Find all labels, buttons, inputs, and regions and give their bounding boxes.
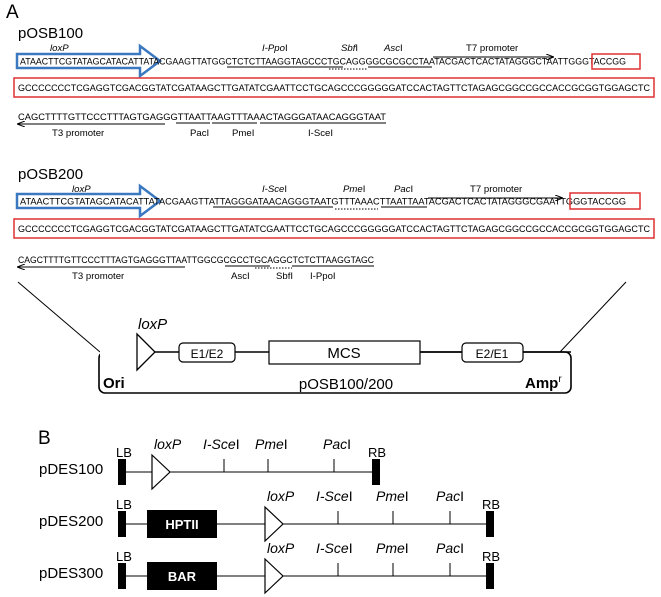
posb200-seq-line2: GCCCCCCCTCGAGGTCGACGGTATCGATAAGCTTGATATC…	[18, 224, 650, 235]
pdes200-rb-block	[486, 511, 494, 537]
pdes200-loxp-triangle	[264, 505, 284, 543]
pdes100-lb-block	[118, 459, 126, 485]
pdes200-lb-block	[118, 511, 126, 537]
posb100-pme-label: PmeI	[232, 128, 254, 139]
pdes200-name: pDES200	[39, 513, 103, 530]
posb100-ippo-label: I-PpoI	[262, 43, 288, 54]
vector-ori-label: Ori	[103, 375, 125, 392]
pdes300-rb-block	[486, 563, 494, 589]
pdes100-loxp-label: loxP	[154, 436, 182, 452]
pdes200-pme-label: PmeI	[376, 488, 409, 504]
pdes300-loxp-triangle	[264, 557, 284, 595]
posb200-loxp-arrow	[15, 183, 163, 219]
posb200-seq-line1: ATAACTTCGTATAGCATACATTATACGAAGTTATTAGGGA…	[20, 197, 626, 208]
pdes200-marker-box	[147, 510, 217, 538]
posb200-title: pOSB200	[18, 166, 83, 183]
vector-right-guide	[559, 281, 627, 353]
posb100-mcs-box	[13, 77, 655, 98]
pdes200-marker-label: HPTII	[165, 517, 198, 532]
pdes300-rb-label: RB	[482, 549, 500, 564]
posb100-loxp-label: loxP	[50, 43, 69, 54]
posb100-seq-line1: ATAACTTCGTATAGCATACATTATACGAAGTTATGGCTCT…	[20, 57, 626, 68]
pdes300-marker-box	[147, 562, 217, 590]
pdes300-pac-label: PacI	[436, 540, 464, 556]
panel-b-letter: B	[38, 428, 51, 449]
posb200-mcs-box	[13, 218, 655, 239]
vector-left-guide	[17, 281, 101, 353]
vector-e2e1-label: E2/E1	[476, 347, 509, 361]
posb200-sbf-label: SbfI	[276, 271, 293, 282]
pdes300-lb-label: LB	[116, 549, 132, 564]
pdes300-isce-label: I-SceI	[316, 540, 353, 556]
vector-name-label: pOSB100/200	[299, 376, 393, 393]
posb200-seq-line3: CAGCTTTTGTTCCCTTTAGTGAGGGTTAATTGGCGCGCCT…	[18, 255, 374, 266]
posb200-t3-label: T3 promoter	[72, 271, 125, 282]
posb100-pac-label: PacI	[190, 128, 209, 139]
pdes100-rb-label: RB	[368, 445, 386, 460]
posb200-loxp-label: loxP	[72, 184, 91, 195]
pdes200-rb-label: RB	[482, 497, 500, 512]
vector-e2e1-box	[461, 342, 524, 363]
pdes100-lb-label: LB	[116, 445, 132, 460]
posb100-sbf-label: SbfI	[341, 43, 358, 54]
posb200-pac-label: PacI	[394, 184, 413, 195]
vector-e1e2-box	[178, 342, 236, 363]
vector-loxp-triangle	[136, 332, 156, 372]
posb100-loxp-arrow	[15, 43, 163, 79]
pdes100-construct: pDES100 LB RB loxP I-SceI PmeI PacI	[39, 436, 386, 491]
posb100-title: pOSB100	[18, 25, 83, 42]
pdes300-pme-label: PmeI	[376, 540, 409, 556]
vector-mcs-label: MCS	[327, 345, 360, 362]
pdes300-name: pDES300	[39, 565, 103, 582]
pdes300-loxp-label: loxP	[267, 540, 295, 556]
pdes300-construct: pDES300 LB RB BAR loxP I-SceI PmeI PacI	[39, 540, 500, 595]
posb200-isce-label: I-SceI	[262, 184, 287, 195]
posb100-asc-label: AscI	[383, 43, 403, 54]
pdes300-marker-label: BAR	[168, 569, 197, 584]
posb100-isce-label: I-SceI	[308, 128, 333, 139]
pdes100-isce-label: I-SceI	[203, 436, 240, 452]
vector-amp-label: Ampr	[525, 374, 562, 392]
vector-e1e2-label: E1/E2	[191, 347, 224, 361]
pdes200-pac-label: PacI	[436, 488, 464, 504]
vector-mcs-box	[268, 340, 421, 365]
pdes100-loxp-triangle	[151, 453, 171, 491]
pdes100-rb-block	[372, 459, 380, 485]
posb200-ippo-label: I-PpoI	[310, 271, 336, 282]
posb100-seq-line3: CAGCTTTTGTTCCCTTTAGTGAGGGTTAATTAAGTTTAAA…	[18, 112, 386, 123]
pdes100-pac-label: PacI	[323, 436, 351, 452]
pdes300-lb-block	[118, 563, 126, 589]
pdes200-construct: pDES200 LB RB HPTII loxP I-SceI PmeI Pac…	[39, 488, 500, 543]
posb200-t7-label: T7 promoter	[470, 184, 523, 195]
posb100-t7-label: T7 promoter	[466, 43, 519, 54]
pdes200-isce-label: I-SceI	[316, 488, 353, 504]
posb100-t3-label: T3 promoter	[52, 128, 105, 139]
posb100-seq-line2: GCCCCCCCTCGAGGTCGACGGTATCGATAAGCTTGATATC…	[18, 83, 650, 94]
panel-a-letter: A	[6, 2, 19, 23]
pdes200-loxp-label: loxP	[267, 488, 295, 504]
vector-loxp-label: loxP	[138, 316, 167, 333]
posb200-pme-label: PmeI	[343, 184, 365, 195]
pdes100-name: pDES100	[39, 461, 103, 478]
posb200-asc-label: AscI	[231, 271, 250, 282]
posb200-kpn-box	[569, 192, 641, 210]
pdes200-lb-label: LB	[116, 497, 132, 512]
posb100-kpn-box	[591, 53, 641, 70]
pdes100-pme-label: PmeI	[255, 436, 288, 452]
